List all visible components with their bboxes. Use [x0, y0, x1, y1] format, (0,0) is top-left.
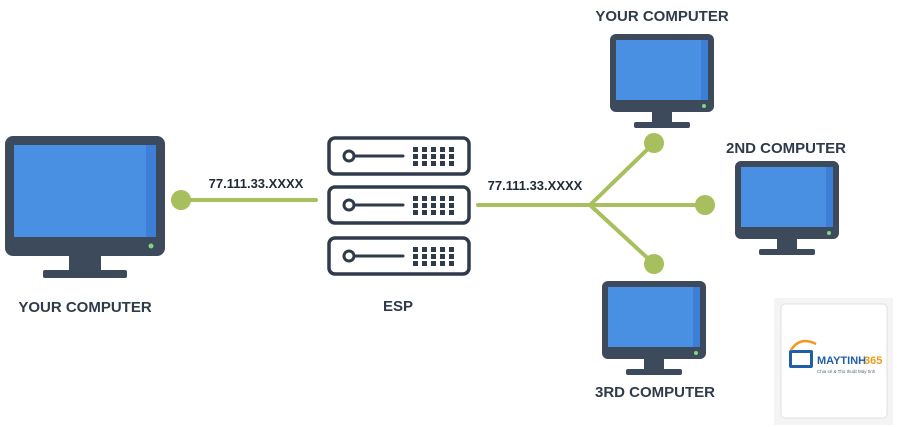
connector-node-bottom [644, 254, 664, 274]
watermark-card: MAYTINH 365 Chia sẻ & Thủ thuật Máy tính [774, 298, 893, 425]
second-computer-label: 2ND COMPUTER [726, 140, 846, 157]
top-computer-monitor-icon [610, 34, 714, 128]
link-hub-to-3rd-computer [588, 203, 656, 266]
third-computer-label: 3RD COMPUTER [595, 384, 715, 401]
second-computer-monitor-icon [735, 161, 839, 255]
connector-node-right [695, 195, 715, 215]
link-hub-to-top-computer [588, 141, 656, 207]
brand-name-prefix: MAYTINH [817, 355, 866, 367]
brand-name-suffix: 365 [864, 355, 882, 367]
your-computer-label: YOUR COMPUTER [18, 299, 152, 316]
brand-logo-icon [789, 339, 817, 368]
connector-node-top [644, 133, 664, 153]
esp-label: ESP [383, 298, 413, 315]
connector-node-left [171, 190, 191, 210]
brand-tagline: Chia sẻ & Thủ thuật Máy tính [817, 368, 876, 374]
connector-lines [179, 141, 707, 266]
third-computer-monitor-icon [602, 281, 706, 375]
your-computer-monitor-icon [5, 136, 165, 278]
top-computer-label: YOUR COMPUTER [595, 8, 729, 25]
connector-nodes [171, 133, 715, 274]
right-ip-label: 77.111.33.XXXX [488, 178, 583, 193]
left-ip-label: 77.111.33.XXXX [209, 176, 304, 191]
esp-server-icon [327, 136, 471, 276]
